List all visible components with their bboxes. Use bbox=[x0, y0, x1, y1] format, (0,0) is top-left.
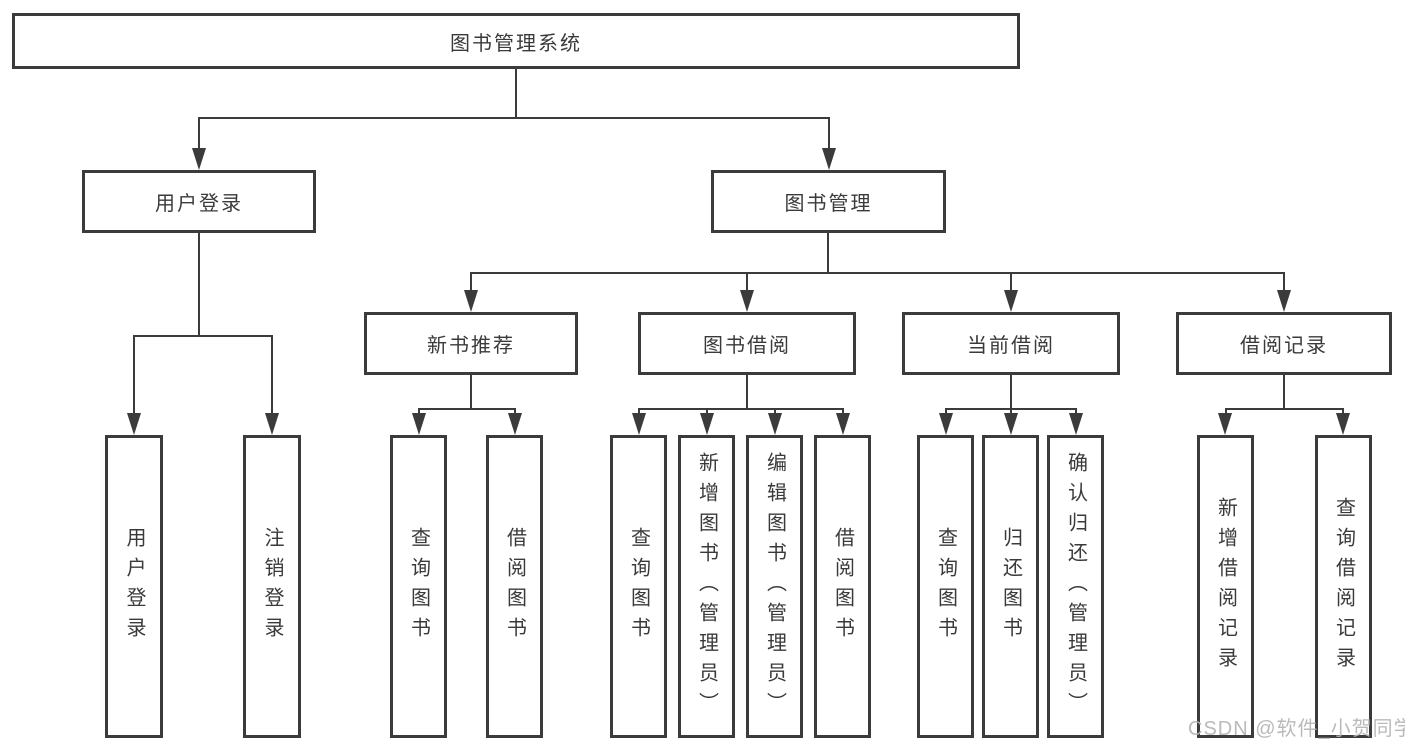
connector-line bbox=[1225, 408, 1344, 410]
connector-line bbox=[945, 408, 947, 417]
node-borrow-records-label: 借阅记录 bbox=[1240, 335, 1328, 357]
leaf-query-borrow-record-label: 查询借阅记录 bbox=[1332, 496, 1355, 677]
leaf-add-book-admin-label: 新增图书（管理员） bbox=[695, 451, 718, 722]
connector-line bbox=[418, 408, 516, 410]
connector-line bbox=[198, 117, 830, 119]
node-root-label: 图书管理系统 bbox=[450, 32, 582, 55]
connector-line bbox=[514, 408, 516, 417]
leaf-logout-label: 注销登录 bbox=[261, 526, 283, 647]
node-root: 图书管理系统 bbox=[12, 13, 1020, 69]
connector-line bbox=[1283, 272, 1285, 294]
arrow-down-icon bbox=[740, 290, 754, 312]
node-user-login-label: 用户登录 bbox=[155, 193, 243, 215]
arrow-down-icon bbox=[192, 148, 206, 170]
connector-line bbox=[133, 335, 135, 417]
connector-line bbox=[1010, 375, 1012, 410]
connector-line bbox=[515, 69, 517, 119]
leaf-confirm-return-admin: 确认归还（管理员） bbox=[1047, 435, 1104, 738]
leaf-confirm-return-admin-label: 确认归还（管理员） bbox=[1064, 451, 1087, 722]
leaf-add-borrow-record: 新增借阅记录 bbox=[1197, 435, 1254, 738]
connector-line bbox=[1225, 408, 1227, 417]
arrow-down-icon bbox=[1277, 290, 1291, 312]
arrow-down-icon bbox=[265, 413, 279, 435]
arrow-down-icon bbox=[822, 148, 836, 170]
leaf-add-borrow-record-label: 新增借阅记录 bbox=[1214, 496, 1237, 677]
arrow-down-icon bbox=[1004, 290, 1018, 312]
leaf-logout: 注销登录 bbox=[243, 435, 301, 738]
arrow-down-icon bbox=[1069, 413, 1083, 435]
leaf-query-books-borrow: 查询图书 bbox=[610, 435, 667, 738]
arrow-down-icon bbox=[412, 413, 426, 435]
arrow-down-icon bbox=[700, 413, 714, 435]
connector-line bbox=[746, 375, 748, 410]
connector-line bbox=[198, 233, 200, 337]
connector-line bbox=[1010, 272, 1012, 294]
leaf-user-login: 用户登录 bbox=[105, 435, 163, 738]
csdn-watermark: CSDN @软件_小贺同学 bbox=[1188, 718, 1405, 740]
connector-line bbox=[198, 117, 200, 151]
connector-line bbox=[638, 408, 640, 417]
connector-line bbox=[827, 233, 829, 274]
connector-line bbox=[1342, 408, 1344, 417]
leaf-query-books-borrow-label: 查询图书 bbox=[627, 526, 650, 647]
leaf-query-books-recommend-label: 查询图书 bbox=[407, 526, 430, 647]
leaf-query-borrow-record: 查询借阅记录 bbox=[1315, 435, 1372, 738]
connector-line bbox=[1075, 408, 1077, 417]
leaf-edit-book-admin: 编辑图书（管理员） bbox=[746, 435, 803, 738]
arrow-down-icon bbox=[464, 290, 478, 312]
connector-line bbox=[842, 408, 844, 417]
leaf-query-books-current-label: 查询图书 bbox=[934, 526, 957, 647]
connector-line bbox=[271, 335, 273, 417]
arrow-down-icon bbox=[632, 413, 646, 435]
arrow-down-icon bbox=[1218, 413, 1232, 435]
arrow-down-icon bbox=[939, 413, 953, 435]
leaf-query-books-current: 查询图书 bbox=[917, 435, 974, 738]
connector-line bbox=[774, 408, 776, 417]
connector-line bbox=[470, 272, 1285, 274]
connector-line bbox=[746, 272, 748, 294]
connector-line bbox=[418, 408, 420, 417]
leaf-borrow-books: 借阅图书 bbox=[814, 435, 871, 738]
connector-line bbox=[638, 408, 844, 410]
node-borrow-records: 借阅记录 bbox=[1176, 312, 1392, 375]
connector-line bbox=[133, 335, 273, 337]
node-user-login: 用户登录 bbox=[82, 170, 316, 233]
leaf-borrow-books-recommend: 借阅图书 bbox=[486, 435, 543, 738]
leaf-borrow-books-recommend-label: 借阅图书 bbox=[503, 526, 526, 647]
leaf-query-books-recommend: 查询图书 bbox=[390, 435, 447, 738]
connector-line bbox=[470, 375, 472, 410]
node-current-borrow: 当前借阅 bbox=[902, 312, 1120, 375]
leaf-add-book-admin: 新增图书（管理员） bbox=[678, 435, 735, 738]
leaf-edit-book-admin-label: 编辑图书（管理员） bbox=[763, 451, 786, 722]
arrow-down-icon bbox=[508, 413, 522, 435]
node-book-management: 图书管理 bbox=[711, 170, 946, 233]
arrow-down-icon bbox=[1336, 413, 1350, 435]
arrow-down-icon bbox=[1004, 413, 1018, 435]
connector-line bbox=[706, 408, 708, 417]
node-book-borrow: 图书借阅 bbox=[638, 312, 856, 375]
node-book-borrow-label: 图书借阅 bbox=[703, 335, 791, 357]
node-book-management-label: 图书管理 bbox=[784, 193, 873, 215]
connector-line bbox=[1283, 375, 1285, 410]
connector-line bbox=[470, 272, 472, 294]
leaf-return-books: 归还图书 bbox=[982, 435, 1039, 738]
node-new-book-recommend: 新书推荐 bbox=[364, 312, 578, 375]
arrow-down-icon bbox=[768, 413, 782, 435]
connector-line bbox=[828, 117, 830, 151]
leaf-borrow-books-label: 借阅图书 bbox=[831, 526, 854, 647]
leaf-return-books-label: 归还图书 bbox=[999, 526, 1022, 647]
arrow-down-icon bbox=[127, 413, 141, 435]
node-new-book-recommend-label: 新书推荐 bbox=[427, 335, 515, 357]
arrow-down-icon bbox=[836, 413, 850, 435]
leaf-user-login-label: 用户登录 bbox=[123, 526, 145, 647]
node-current-borrow-label: 当前借阅 bbox=[967, 335, 1055, 357]
connector-line bbox=[1010, 408, 1012, 417]
